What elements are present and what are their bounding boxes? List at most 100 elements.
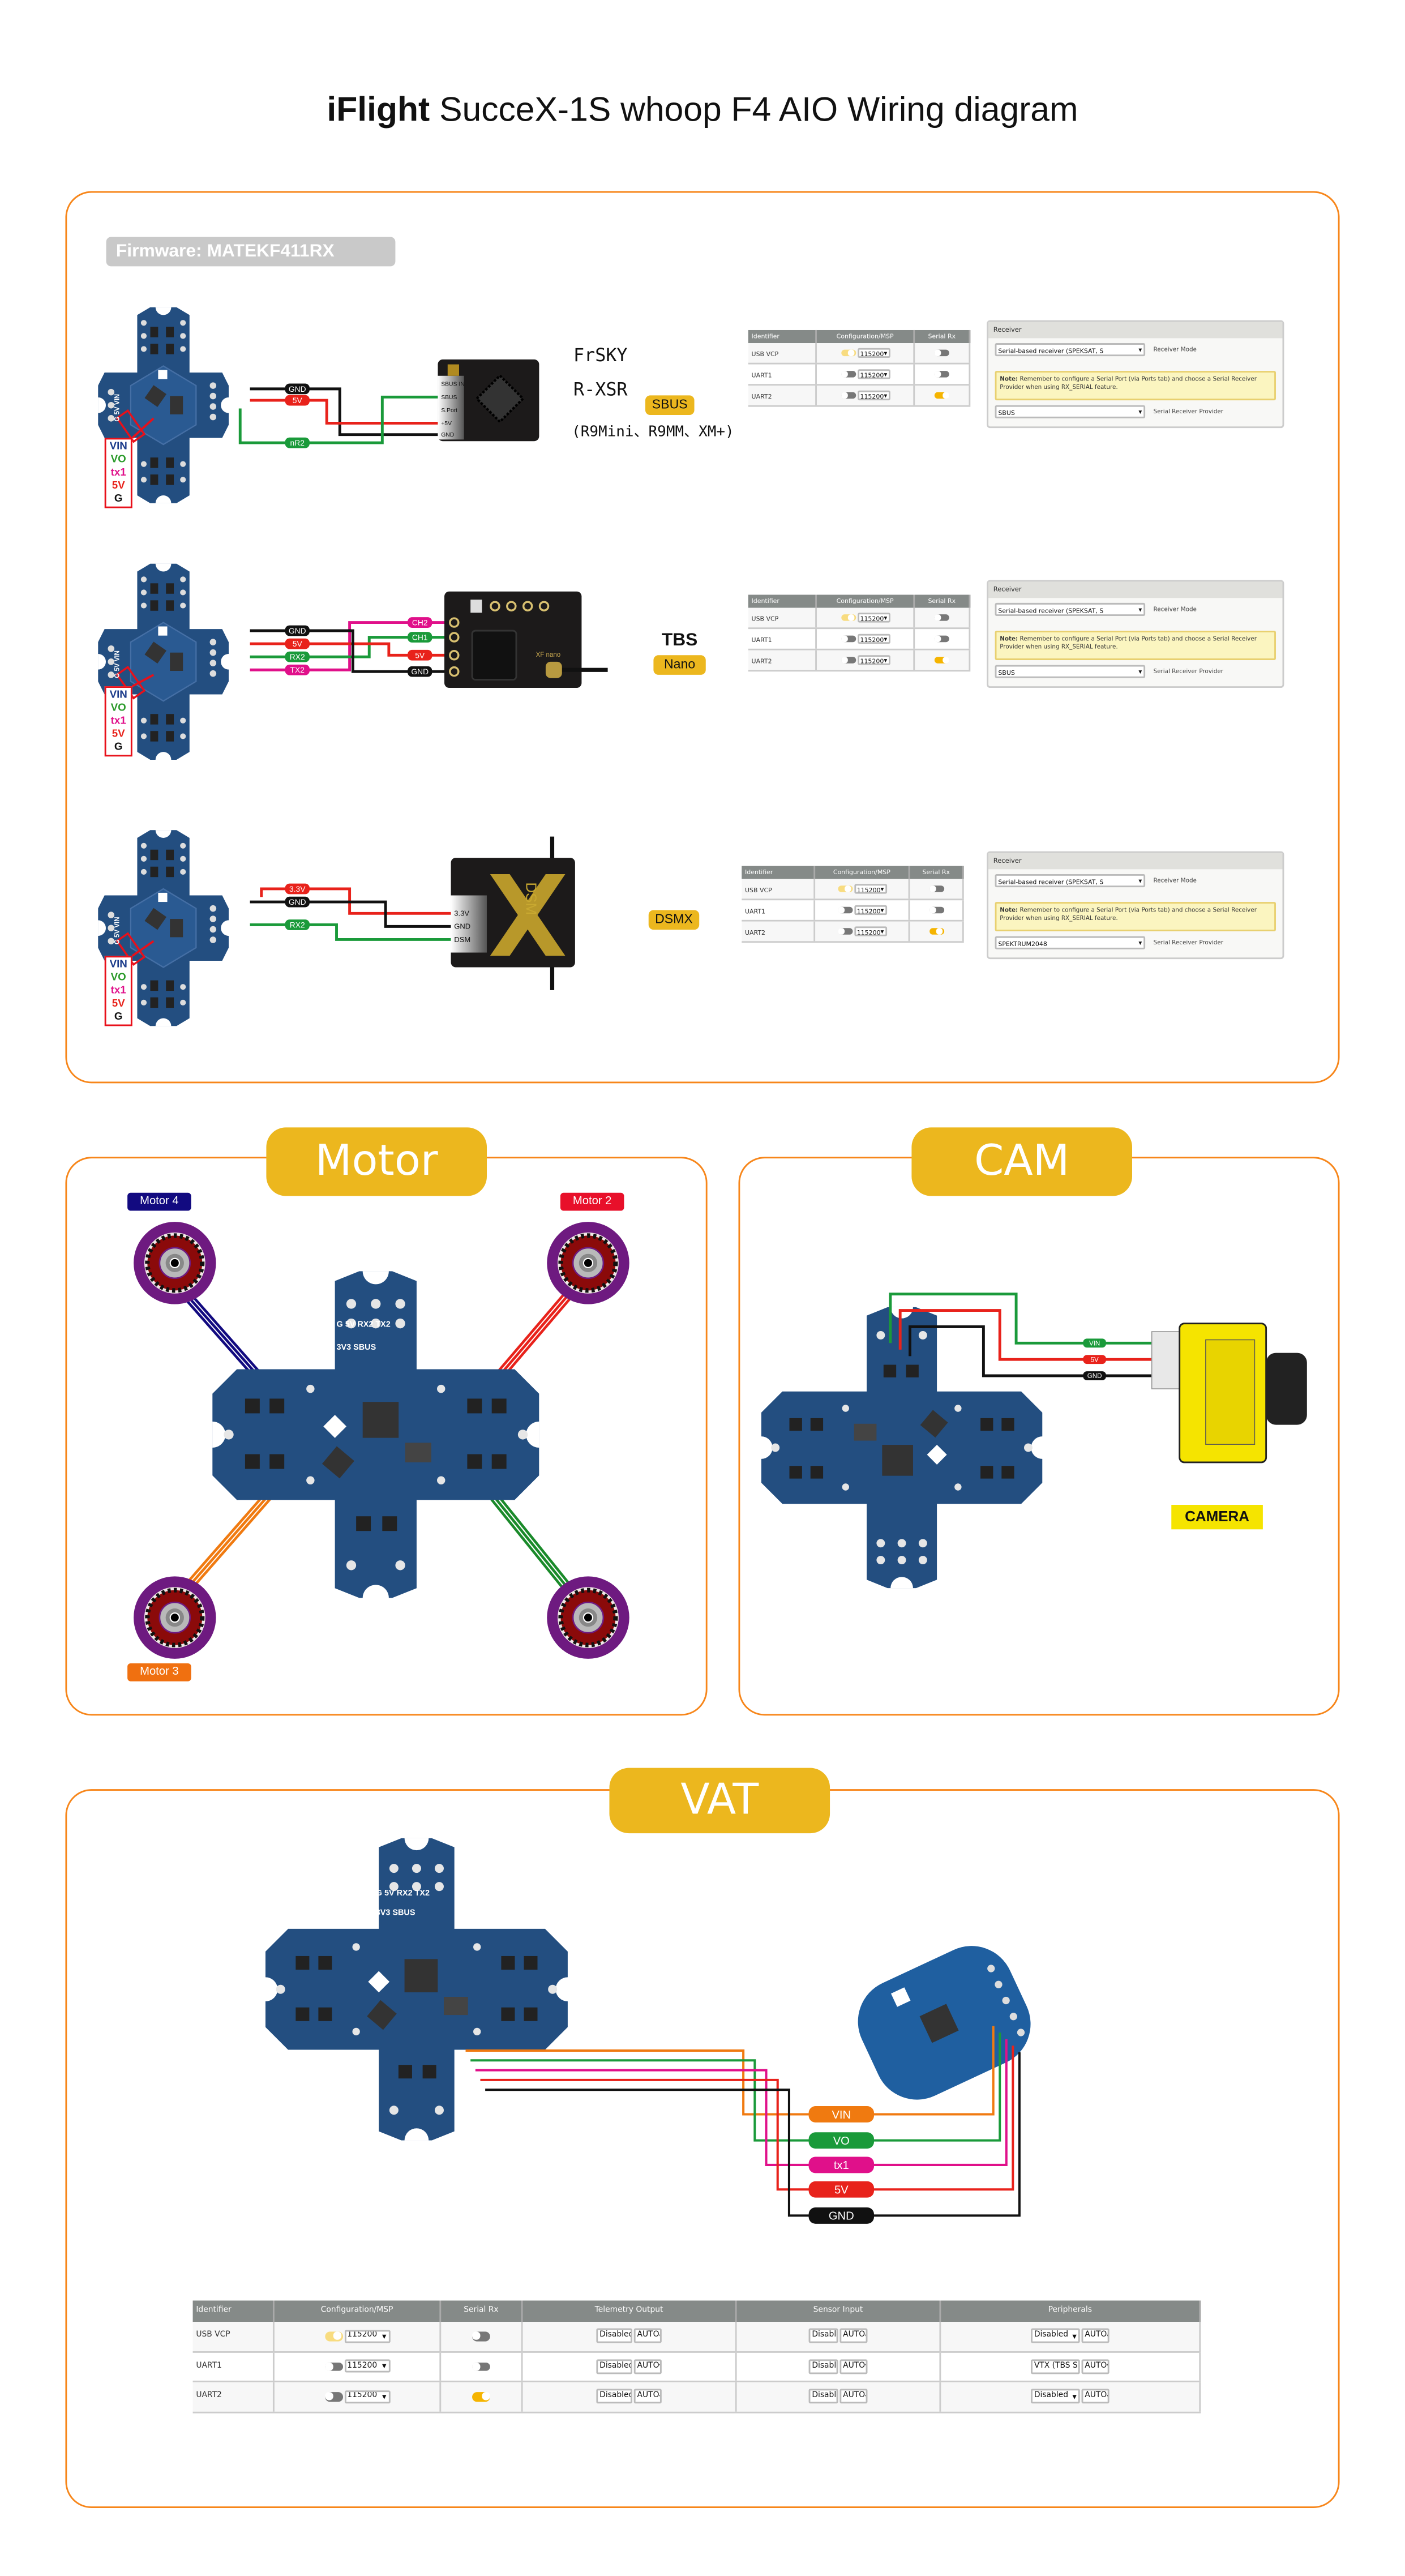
vtx-label-vin: VIN bbox=[808, 2106, 875, 2123]
receiver-mode-select[interactable]: Serial-based receiver (SPEKSAT, S▼ bbox=[995, 602, 1146, 617]
toggle-switch[interactable] bbox=[840, 614, 855, 622]
toggle-switch[interactable] bbox=[324, 2392, 342, 2401]
toggle-switch[interactable] bbox=[837, 927, 853, 935]
wire-label-gnd-text: GND bbox=[289, 384, 306, 393]
sensor-baud-select[interactable]: AUTO▼ bbox=[839, 2329, 868, 2344]
toggle-switch[interactable] bbox=[934, 370, 949, 378]
receiver-mode-select[interactable]: Serial-based receiver (SPEKSAT, S▼ bbox=[995, 874, 1146, 888]
baud-select[interactable]: 115200▼ bbox=[853, 926, 886, 937]
rx-chip bbox=[471, 630, 517, 681]
chevron-down-icon: ▼ bbox=[1138, 409, 1142, 414]
sensor-baud-select[interactable]: AUTO▼ bbox=[839, 2389, 868, 2404]
wire-label-5v-bg bbox=[285, 638, 310, 649]
vtx-label-vo: VO bbox=[808, 2132, 875, 2149]
column-header: Configuration/MSP bbox=[815, 866, 910, 879]
toggle-switch[interactable] bbox=[840, 349, 855, 357]
toggle-switch[interactable] bbox=[934, 614, 949, 622]
peripherals-baud-select[interactable]: AUTO▼ bbox=[1081, 2359, 1110, 2374]
vtx-label-5v-bg bbox=[808, 2181, 875, 2198]
baud-select[interactable]: 115200▼ bbox=[856, 390, 890, 401]
receiver-panel-title: Receiver bbox=[988, 581, 1283, 598]
wire-label-rx2-text: RX2 bbox=[290, 652, 305, 661]
wire-label-5v-text: 5V bbox=[293, 396, 303, 405]
receiver-provider-select[interactable]: SBUS▼ bbox=[995, 665, 1146, 678]
chevron-down-icon: ▼ bbox=[659, 2333, 660, 2339]
toggle-switch[interactable] bbox=[928, 927, 944, 935]
wire-label-5v-rx-text: 5V bbox=[415, 651, 425, 660]
toggle-switch[interactable] bbox=[324, 2361, 342, 2371]
toggle-switch[interactable] bbox=[840, 635, 855, 643]
receiver-provider-select[interactable]: SBUS▼ bbox=[995, 405, 1146, 418]
wire-label-ch1: CH1 bbox=[408, 632, 432, 643]
sensor-select[interactable]: Disabled▼ bbox=[808, 2389, 838, 2404]
receiver-provider-row: SBUS▼Serial Receiver Provider bbox=[995, 665, 1223, 678]
telemetry-select[interactable]: Disabled▼ bbox=[596, 2359, 632, 2374]
toggle-switch[interactable] bbox=[934, 349, 949, 357]
wire-label-nr2: nR2 bbox=[285, 437, 310, 448]
toggle-switch[interactable] bbox=[934, 391, 949, 399]
baud-select[interactable]: 115200▼ bbox=[344, 2390, 390, 2403]
receiver-chip bbox=[475, 374, 525, 424]
peripherals-select[interactable]: Disabled▼ bbox=[1031, 2329, 1080, 2344]
telemetry-select[interactable]: Disabled▼ bbox=[596, 2329, 632, 2344]
baud-select[interactable]: 115200▼ bbox=[344, 2359, 390, 2373]
receiver-compatible-models: (R9Mini、R9MM、XM+) bbox=[572, 425, 734, 442]
cam-label-gnd: GND bbox=[1083, 1371, 1106, 1380]
sensor-select[interactable]: Disabled▼ bbox=[808, 2329, 838, 2344]
toggle-switch[interactable] bbox=[934, 656, 949, 664]
vtx-pad bbox=[995, 1980, 1003, 1988]
telemetry-baud-select[interactable]: AUTO▼ bbox=[633, 2329, 662, 2344]
toggle-switch[interactable] bbox=[840, 391, 855, 399]
telemetry-select[interactable]: Disabled▼ bbox=[596, 2389, 632, 2404]
toggle-switch[interactable] bbox=[928, 885, 944, 893]
baud-select[interactable]: 115200▼ bbox=[856, 633, 890, 645]
peripherals-select[interactable]: Disabled▼ bbox=[1031, 2389, 1080, 2404]
toggle-switch[interactable] bbox=[837, 885, 853, 893]
select-value: AUTO bbox=[1085, 2362, 1107, 2370]
toggle-switch[interactable] bbox=[472, 2392, 490, 2401]
sensor-select[interactable]: Disabled▼ bbox=[808, 2359, 838, 2374]
toggle-switch[interactable] bbox=[934, 635, 949, 643]
cam-label-5v-text: 5V bbox=[1091, 1357, 1099, 1363]
port-identifier: UART1 bbox=[748, 364, 817, 384]
baud-select[interactable]: 115200▼ bbox=[344, 2329, 390, 2343]
select-value: Serial-based receiver (SPEKSAT, S bbox=[998, 345, 1104, 354]
cam-section-title: CAM bbox=[911, 1127, 1132, 1196]
chevron-down-icon: ▼ bbox=[884, 636, 888, 641]
toggle-switch[interactable] bbox=[928, 906, 944, 914]
toggle-switch[interactable] bbox=[472, 2361, 490, 2371]
toggle-switch[interactable] bbox=[840, 656, 855, 664]
baud-select[interactable]: 115200▼ bbox=[856, 612, 890, 623]
receiver-mode-select[interactable]: Serial-based receiver (SPEKSAT, S▼ bbox=[995, 343, 1146, 357]
peripherals-baud-select[interactable]: AUTO▼ bbox=[1081, 2329, 1110, 2344]
chevron-down-icon: ▼ bbox=[1138, 607, 1142, 612]
sensor-baud-select[interactable]: AUTO▼ bbox=[839, 2359, 868, 2374]
toggle-switch[interactable] bbox=[472, 2331, 490, 2341]
toggle-switch[interactable] bbox=[324, 2331, 342, 2341]
rx-pad bbox=[449, 650, 460, 661]
vtx-label-tx1-text: tx1 bbox=[834, 2159, 849, 2172]
telemetry-baud-select[interactable]: AUTO▼ bbox=[633, 2389, 662, 2404]
baud-select[interactable]: 115200▼ bbox=[856, 347, 890, 359]
baud-select[interactable]: 115200▼ bbox=[853, 904, 886, 916]
column-header: Sensor Input bbox=[737, 2300, 941, 2322]
toggle-switch[interactable] bbox=[840, 370, 855, 378]
msp-cell: 115200▼ bbox=[817, 364, 915, 384]
toggle-switch[interactable] bbox=[837, 906, 853, 914]
peripherals-baud-select[interactable]: AUTO▼ bbox=[1081, 2389, 1110, 2404]
peripherals-select[interactable]: VTX (TBS Sm:▼ bbox=[1031, 2359, 1080, 2374]
telemetry-baud-select[interactable]: AUTO▼ bbox=[633, 2359, 662, 2374]
pad-legend-5v: 5V bbox=[112, 729, 125, 741]
vtx-pad bbox=[987, 1965, 995, 1972]
receiver-provider-select[interactable]: SPEKTRUM2048▼ bbox=[995, 936, 1146, 949]
baud-select[interactable]: 115200▼ bbox=[856, 369, 890, 380]
baud-select[interactable]: 115200▼ bbox=[856, 654, 890, 666]
baud-select[interactable]: 115200▼ bbox=[853, 883, 886, 895]
